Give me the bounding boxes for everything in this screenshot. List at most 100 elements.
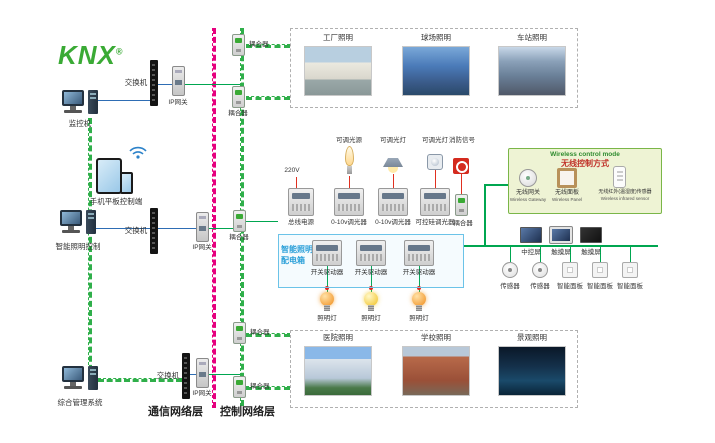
coupler-label: 耦合器: [229, 234, 249, 241]
knx-logo: KNX®: [58, 40, 124, 71]
pc-base: [64, 110, 82, 113]
screen-label: 触摸屏: [551, 249, 571, 256]
ip-gateway-label: IP网关: [168, 99, 188, 106]
smart-panel-icon: [592, 262, 608, 278]
scene-label: 景观照明: [517, 333, 547, 342]
scene-label: 车站照明: [517, 33, 547, 42]
touch-screen: [549, 226, 573, 244]
mobile-control-label: 手机平板控制端: [89, 197, 143, 206]
smart-panel-label: 智能面板: [617, 283, 643, 290]
ip-gateway: [196, 212, 209, 242]
smart-panel-icon: [562, 262, 578, 278]
fixture3-line: [435, 170, 436, 188]
lamp-label: 照明灯: [409, 315, 429, 322]
screen-label: 中控屏: [521, 249, 541, 256]
candle-flame: [345, 146, 354, 166]
sensor-label: 传感器: [530, 283, 550, 290]
dimmer-module: [378, 188, 408, 216]
lamp-shade: [383, 158, 403, 167]
coupler3-to-distribution-line: [246, 221, 278, 222]
scene-photo-factory: [304, 46, 372, 96]
pc-tower: [88, 90, 98, 114]
switch-driver-label: 开关驱动器: [354, 269, 388, 276]
switch3-to-gateway3-line: [190, 374, 196, 375]
scene-label: 学校照明: [421, 333, 451, 342]
pc-stand: [70, 382, 76, 386]
fixture4-line: [461, 174, 462, 194]
bulb-globe: [364, 292, 378, 306]
coupler4-to-scenes-line: [246, 333, 290, 337]
bus-coupler: [232, 34, 245, 56]
sensor-drop-line: [540, 247, 541, 262]
candle-base: [347, 166, 352, 174]
bus-coupler: [455, 194, 468, 216]
bottom-scenes-box: [290, 330, 578, 408]
switch-driver-module: [404, 240, 434, 266]
management-system-label: 综合管理系统: [57, 398, 103, 407]
top-scenes-box: [290, 28, 578, 108]
pc-stand: [68, 226, 74, 230]
lamp-line: [419, 266, 420, 292]
control-layer-label: 控制网络层: [220, 406, 275, 418]
downlight-icon: [383, 158, 403, 174]
sensor-icon: [502, 262, 518, 278]
coupler-label: 耦合器: [453, 220, 473, 227]
fire-alarm-icon: [453, 158, 469, 174]
bus-power-module: [288, 188, 314, 216]
sensor-label: 传感器: [500, 283, 520, 290]
lamp-bulb-icon: [412, 292, 426, 312]
pc3-to-switch3-line: [98, 378, 182, 382]
fixture-label: 可调光灯: [380, 137, 406, 144]
dimmer-module: [334, 188, 364, 216]
layer-divider-line: [212, 28, 216, 408]
wireless-title-zh: 无线控制方式: [561, 159, 609, 168]
ip-gateway: [196, 358, 209, 388]
junction-dot: [369, 286, 373, 290]
coupler-label: 耦合器: [250, 329, 270, 336]
bus-coupler: [233, 322, 246, 344]
bus-coupler: [233, 210, 246, 232]
bulb-globe: [320, 292, 334, 306]
tablet-device: [96, 158, 122, 194]
switch-driver-module: [356, 240, 386, 266]
switch1-to-gateway1-line: [158, 84, 172, 85]
fixture1-line: [349, 176, 350, 188]
coupler5-to-scenes-line: [246, 386, 290, 390]
fixture2-line: [393, 174, 394, 188]
wireless-gateway-label-zh: 无线网关: [515, 190, 541, 196]
gateway3-to-backbone-line: [209, 374, 240, 375]
pc-monitor: [60, 210, 82, 226]
coupler2-to-scenes-line: [246, 96, 290, 100]
distribution-box-title-line1: 智能照明: [281, 245, 313, 254]
dimmer-label: 0-10v调光器: [331, 219, 367, 226]
smart-panel-icon: [622, 262, 638, 278]
power-drop-line: [296, 177, 297, 188]
junction-dot: [417, 286, 421, 290]
monitor-pc-label: 监控机: [68, 119, 92, 128]
lighting-control-label: 智能照明控制: [55, 242, 101, 251]
scene-photo-hospital: [304, 346, 372, 396]
coupler1-to-scenes-line: [246, 44, 290, 48]
pc-base: [64, 386, 82, 389]
switch-label: 交换机: [124, 226, 148, 235]
management-pc: [62, 366, 98, 393]
smart-panel-label: 智能面板: [557, 283, 583, 290]
coupler-label: 耦合器: [228, 110, 248, 117]
monitor-pc: [62, 90, 98, 117]
main-bus-line: [464, 245, 658, 247]
fixture-label: 可调光灯: [422, 137, 448, 144]
sensor-drop-line: [630, 247, 631, 262]
wireless-gateway-icon: [519, 169, 537, 187]
dimmable-source-icon: [345, 146, 354, 176]
lighting-control-pc: [60, 210, 96, 237]
scene-photo-landscape: [498, 346, 566, 396]
ip-gateway: [172, 66, 185, 96]
pc-tower: [86, 210, 96, 234]
lamp-line: [371, 266, 372, 292]
lamp-line: [327, 266, 328, 292]
switch-label: 交换机: [124, 78, 148, 87]
phone-device: [120, 172, 133, 194]
pc2-to-switch2-line: [94, 228, 150, 229]
lamp-label: 照明灯: [317, 315, 337, 322]
wireless-sensor-label-en: Wireless infrared sensor: [600, 196, 650, 201]
